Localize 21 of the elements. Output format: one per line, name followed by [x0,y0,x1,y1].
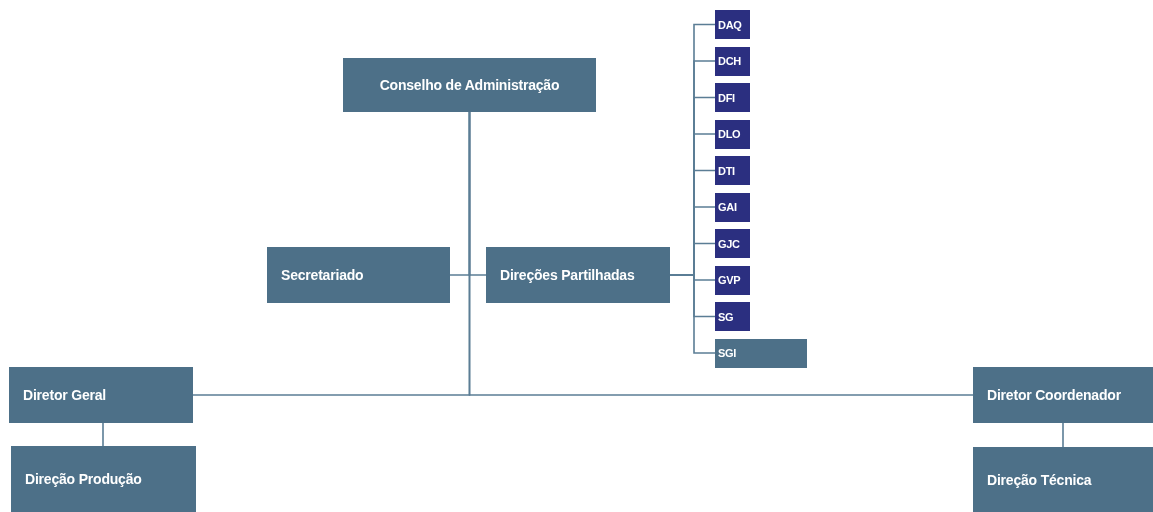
unit-box: GVP [715,265,750,295]
unit-box: DAQ [715,10,750,39]
org-box: Diretor Geral [9,367,193,423]
org-box: Diretor Coordenador [973,367,1153,423]
org-box: Direção Técnica [973,447,1153,512]
unit-box: DFI [715,83,750,112]
unit-box: DTI [715,156,750,185]
org-box: Secretariado [267,247,450,303]
unit-box: SG [715,302,750,331]
connector-line [669,274,716,354]
org-box: Direções Partilhadas [486,247,670,303]
connector-line [468,111,974,396]
unit-box: DLO [715,119,750,149]
unit-box: GJC [715,229,750,258]
unit-box: DCH [715,46,750,76]
unit-box: SGI [715,338,807,368]
connector-line [102,422,104,447]
connector-line [1062,422,1064,448]
unit-box: GAI [715,192,750,222]
org-box: Conselho de Administração [343,58,596,112]
org-box: Direção Produção [11,446,196,512]
